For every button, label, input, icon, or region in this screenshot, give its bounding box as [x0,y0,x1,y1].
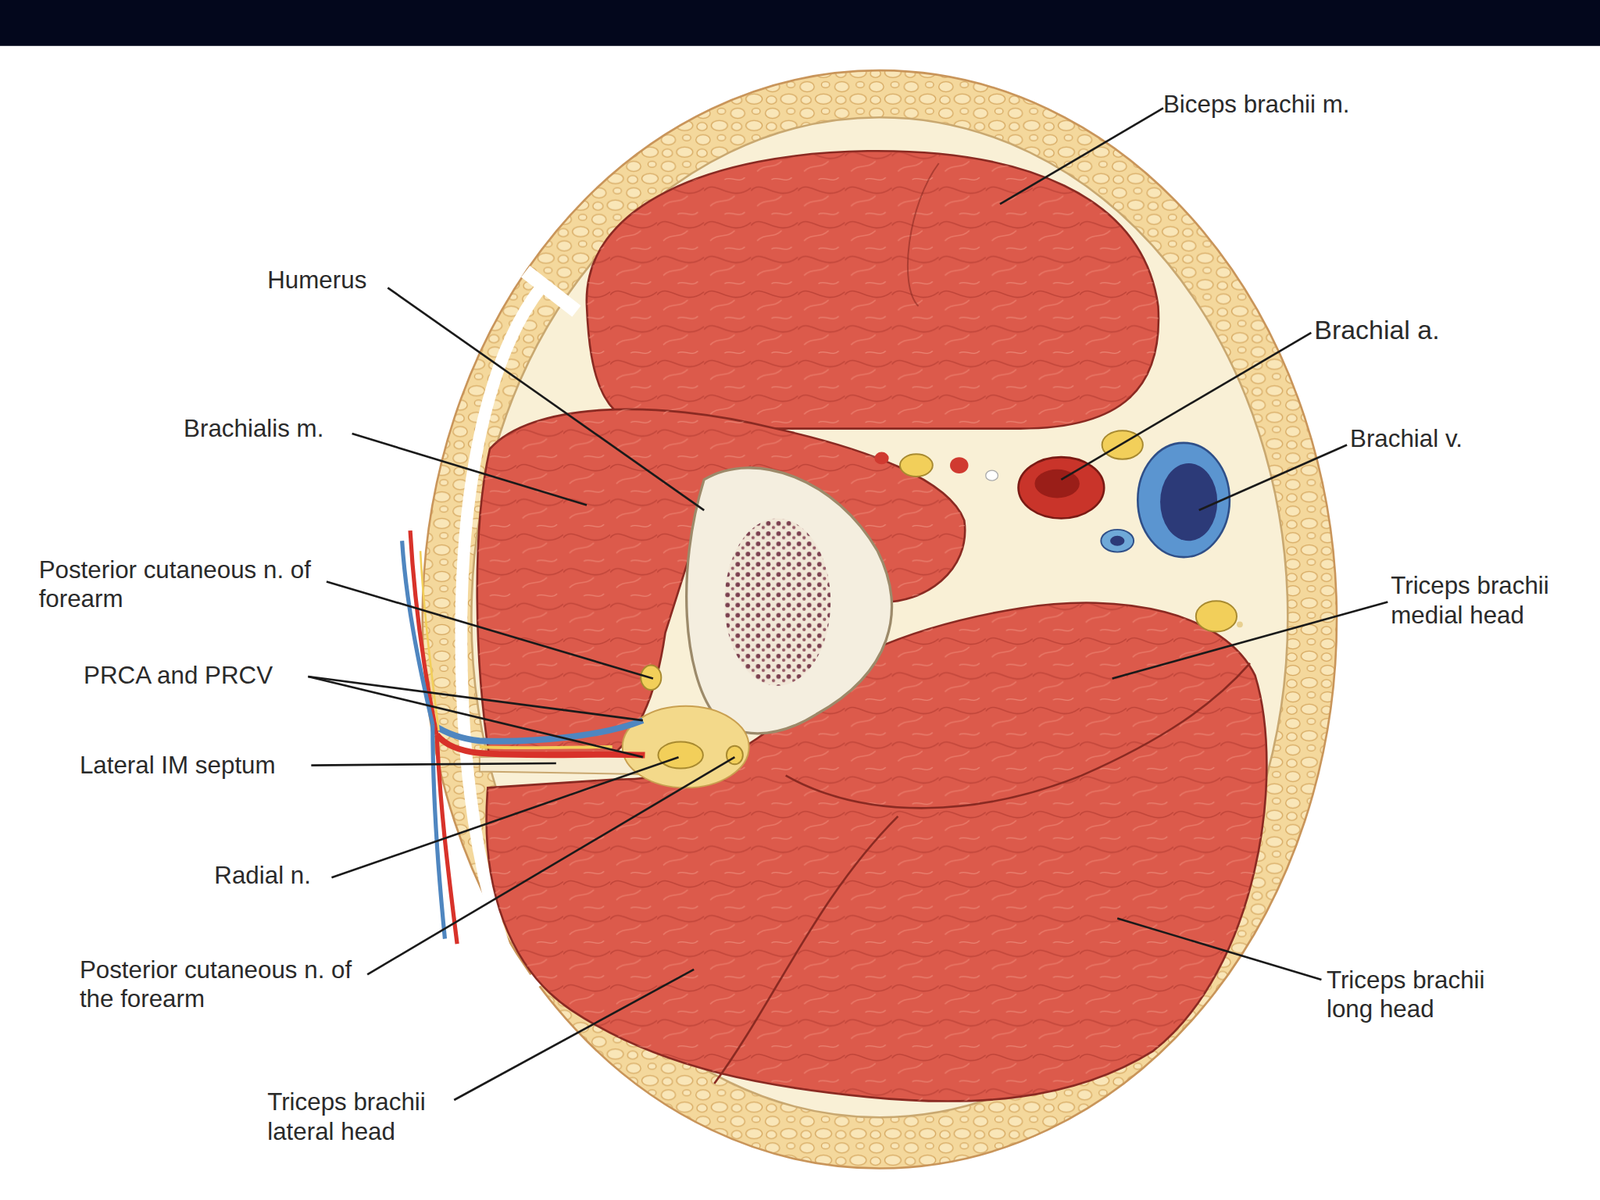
structure-label: Lateral IM septum [79,750,346,781]
structure-label: Posterior cutaneous n. of the forearm [79,955,371,1015]
structure-label: Posterior cutaneous n. of forearm [39,555,330,615]
structure-label: PRCA and PRCV [83,660,350,691]
structure-label: Brachialis m. [183,414,408,444]
leader-lines [307,107,1388,1100]
structure-label: Triceps brachii lateral head [267,1087,457,1147]
structure-label: Brachial v. [1350,424,1575,454]
structure-label: Triceps brachii long head [1326,965,1516,1025]
structure-label: Radial n. [214,860,378,891]
structure-label: Triceps brachii medial head [1390,571,1580,630]
structure-label: Humerus [267,265,472,296]
structure-label: Brachial a. [1314,314,1539,347]
structure-label: Biceps brachii m. [1163,89,1490,120]
